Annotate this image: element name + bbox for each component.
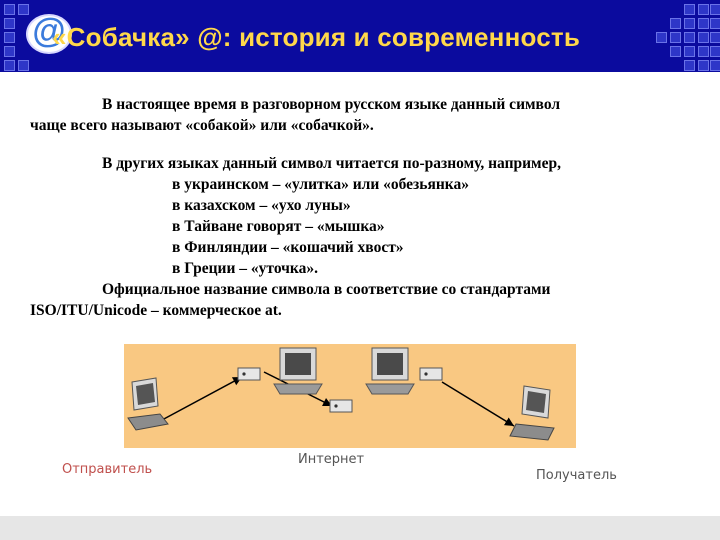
email-route-diagram — [124, 344, 576, 448]
desktop-computer-icon — [365, 347, 415, 395]
example-item: в казахском – «ухо луны» — [172, 197, 351, 214]
para3-line1: Официальное название символа в соответст… — [102, 281, 551, 298]
laptop-icon — [509, 385, 555, 441]
modem-icon — [237, 367, 261, 381]
desktop-computer-icon — [273, 347, 323, 395]
receiver-label: Получатель — [536, 468, 617, 483]
body-text: В настоящее время в разговорном русском … — [30, 94, 700, 321]
para1-line1: В настоящее время в разговорном русском … — [102, 96, 561, 113]
para1-line2: чаще всего называют «собакой» или «собач… — [30, 117, 374, 134]
modem-icon — [419, 367, 443, 381]
at-icon: @ — [32, 12, 66, 50]
example-item: в украинском – «улитка» или «обезьянка» — [172, 176, 469, 193]
title-banner: @ «Собачка» @: история и современность — [0, 0, 720, 72]
internet-label: Интернет — [298, 452, 365, 467]
example-item: в Финляндии – «кошачий хвост» — [172, 239, 404, 256]
example-item: в Тайване говорят – «мышка» — [172, 218, 385, 235]
para2-intro: В других языках данный символ читается п… — [102, 155, 561, 172]
example-item: в Греции – «уточка». — [172, 260, 318, 277]
sender-label: Отправитель — [62, 462, 153, 477]
slide-title: «Собачка» @: история и современность — [52, 22, 580, 52]
para3-line2: ISO/ITU/Unicode – коммерческое at. — [30, 302, 282, 319]
at-logo: @ — [26, 12, 72, 54]
laptop-icon — [127, 377, 169, 431]
footer-bar — [0, 516, 720, 540]
network-illustration — [127, 347, 555, 441]
modem-icon — [329, 399, 353, 413]
